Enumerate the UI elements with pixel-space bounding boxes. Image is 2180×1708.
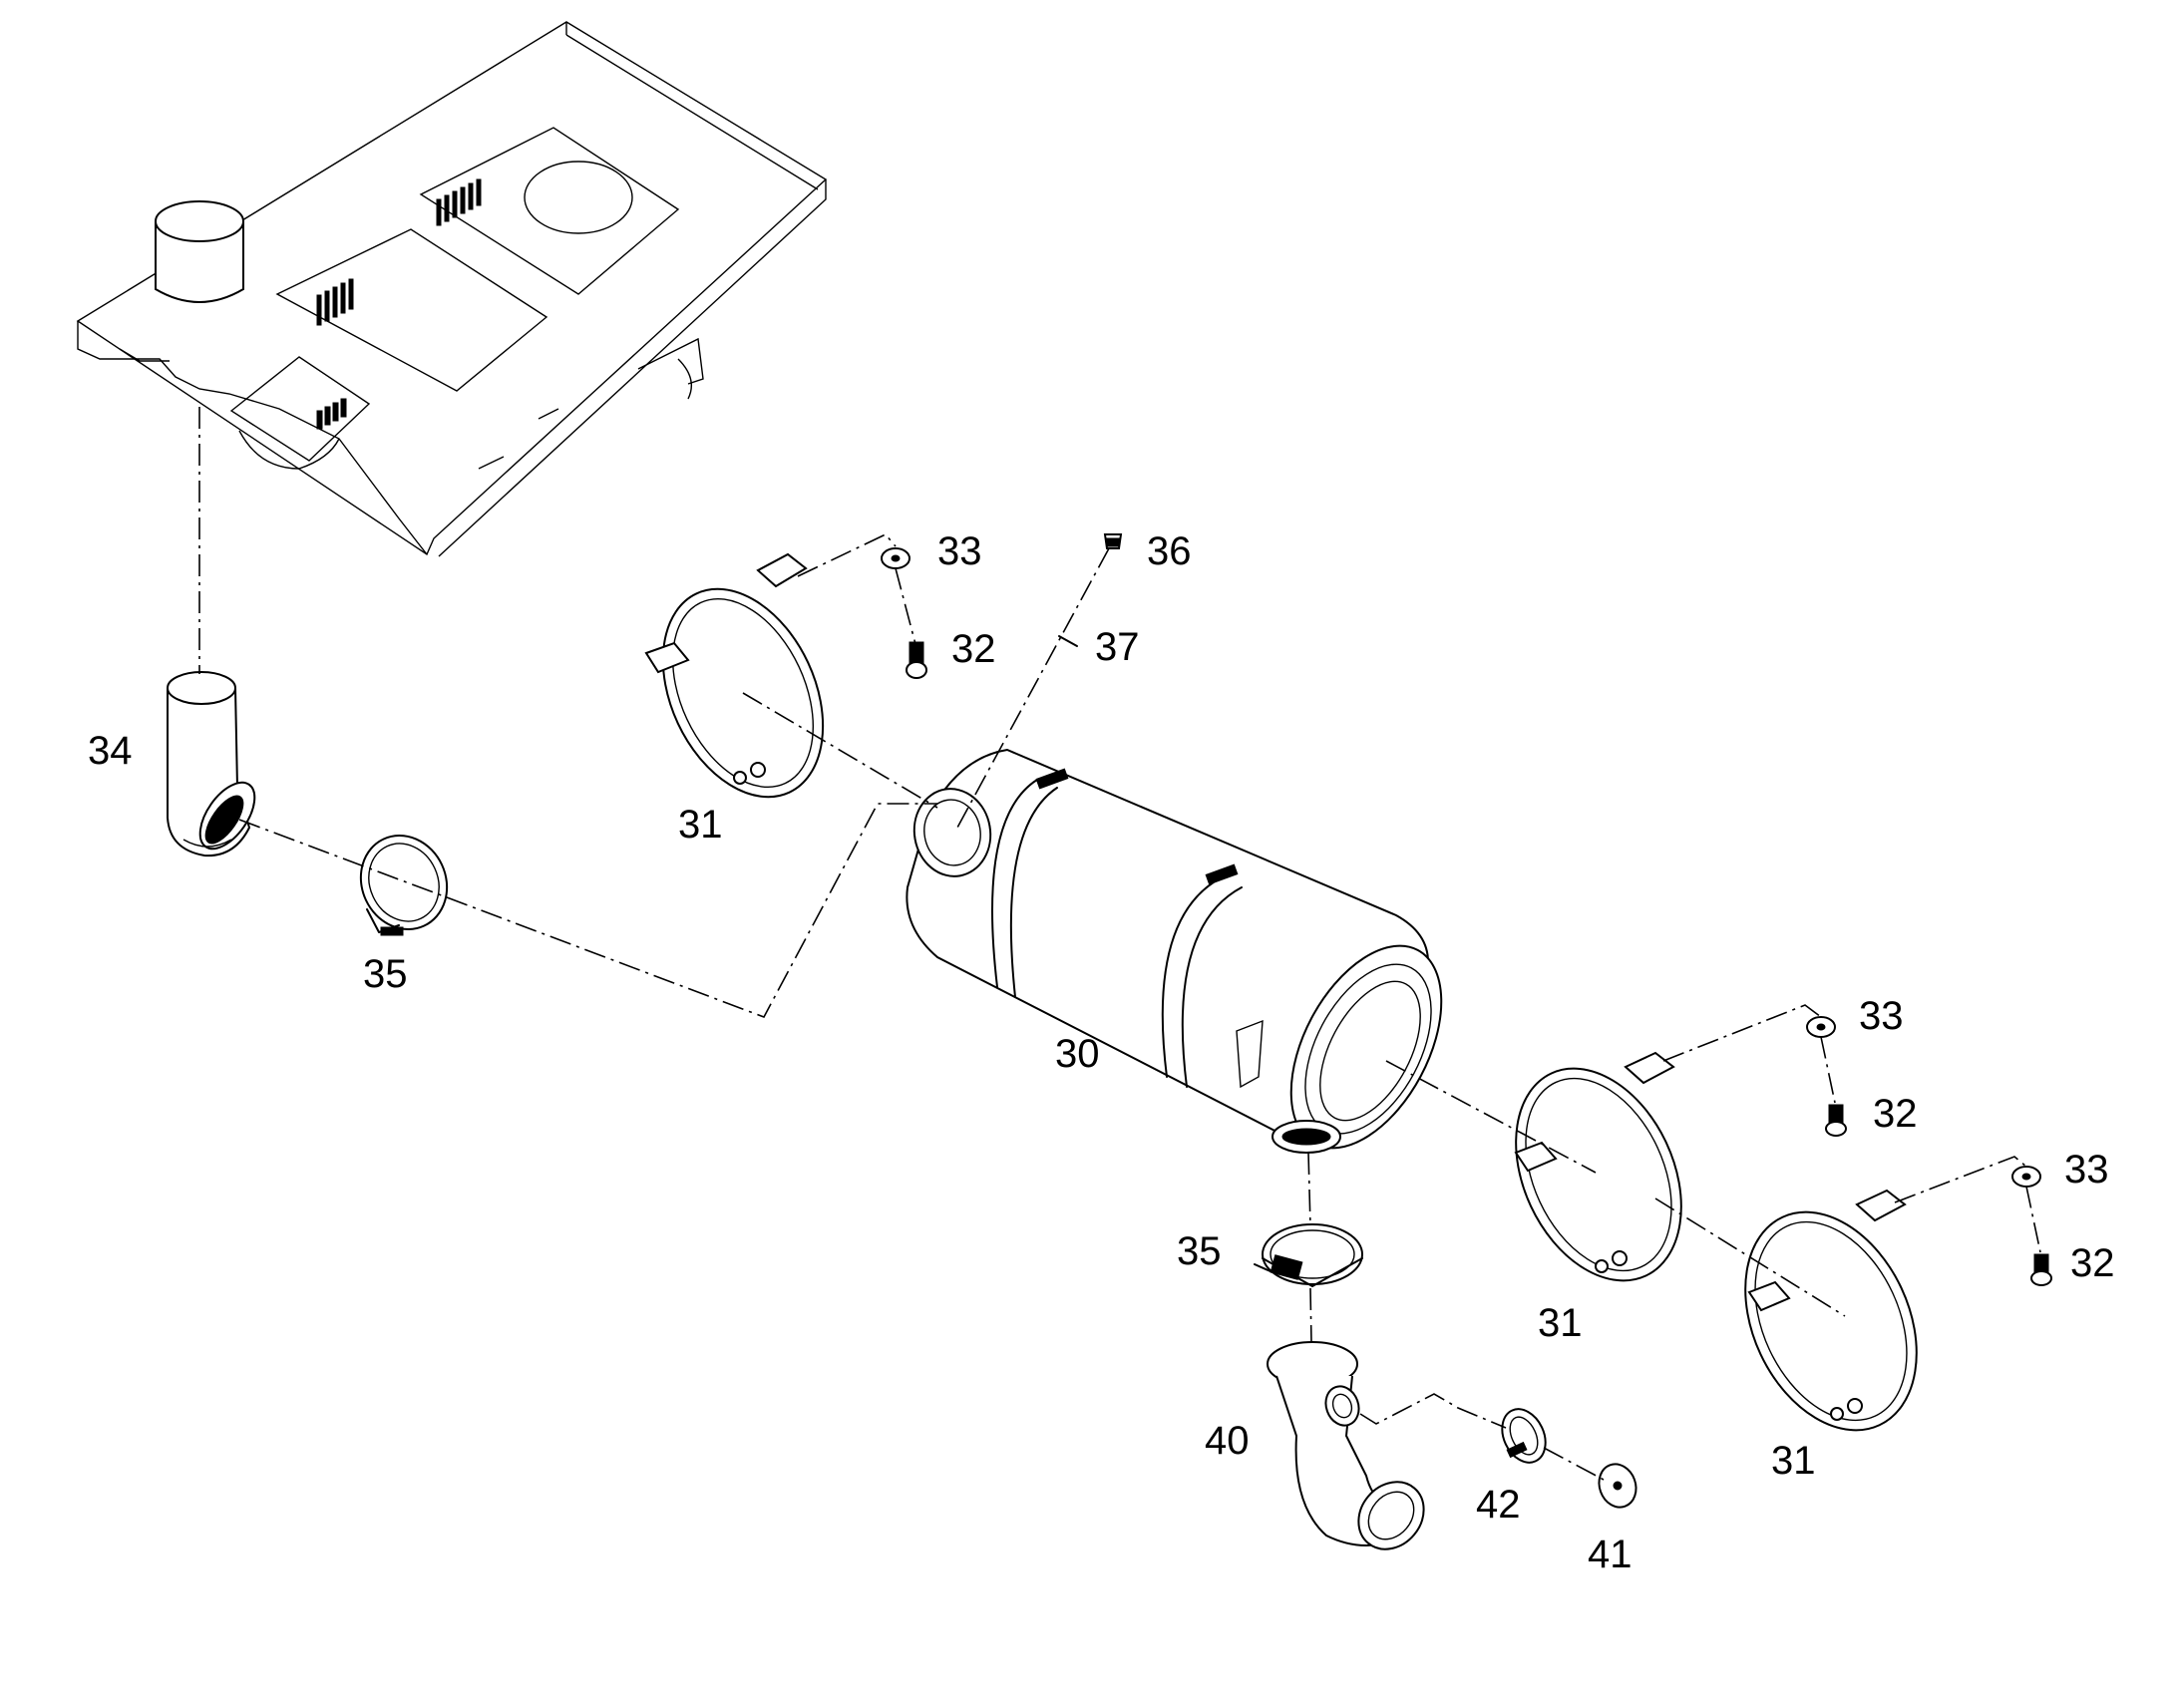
washer-33-lower — [2011, 1166, 2041, 1188]
callout-labels: 30 31 31 31 32 32 32 33 33 33 34 35 35 3… — [88, 529, 2115, 1576]
outlet-elbow-40 — [1267, 1341, 1425, 1550]
screw-32-lower — [2030, 1253, 2052, 1286]
clamp-35-lower — [1254, 1223, 1363, 1287]
callout-31-upper: 31 — [678, 803, 723, 847]
callout-36: 36 — [1147, 529, 1192, 573]
callout-37: 37 — [1095, 625, 1140, 669]
screw-32-middle — [1825, 1104, 1847, 1137]
hood-panel — [76, 21, 828, 557]
callout-32-upper: 32 — [951, 627, 996, 671]
oring-37 — [1058, 635, 1078, 647]
callout-30: 30 — [1055, 1032, 1100, 1076]
mounting-band-31-lower — [1744, 1189, 1918, 1432]
callout-41: 41 — [1588, 1533, 1633, 1576]
callout-33-upper: 33 — [937, 529, 982, 573]
callout-33-middle: 33 — [1859, 994, 1904, 1038]
callout-31-middle: 31 — [1538, 1301, 1583, 1345]
callout-40: 40 — [1205, 1419, 1250, 1463]
callout-35-upper: 35 — [363, 952, 408, 996]
cap-41 — [1598, 1463, 1637, 1509]
callout-35-lower: 35 — [1177, 1229, 1222, 1273]
air-cleaner-30 — [906, 748, 1443, 1154]
callout-33-lower: 33 — [2064, 1148, 2109, 1192]
center-lines — [198, 407, 2041, 1481]
washer-33-middle — [1806, 1016, 1836, 1038]
mounting-band-31-upper — [644, 552, 825, 799]
callout-42: 42 — [1476, 1483, 1521, 1527]
callout-32-lower: 32 — [2070, 1241, 2115, 1285]
washer-33-upper — [881, 547, 910, 569]
mounting-band-31-middle — [1514, 1051, 1682, 1282]
callout-31-lower: 31 — [1771, 1439, 1816, 1483]
intake-elbow-34 — [167, 671, 256, 857]
clamp-35-upper — [359, 835, 449, 936]
callout-34: 34 — [88, 729, 133, 773]
plug-36 — [1103, 533, 1123, 549]
callout-32-middle: 32 — [1873, 1092, 1918, 1136]
clamp-42 — [1501, 1408, 1547, 1464]
screw-32-upper — [906, 641, 927, 679]
